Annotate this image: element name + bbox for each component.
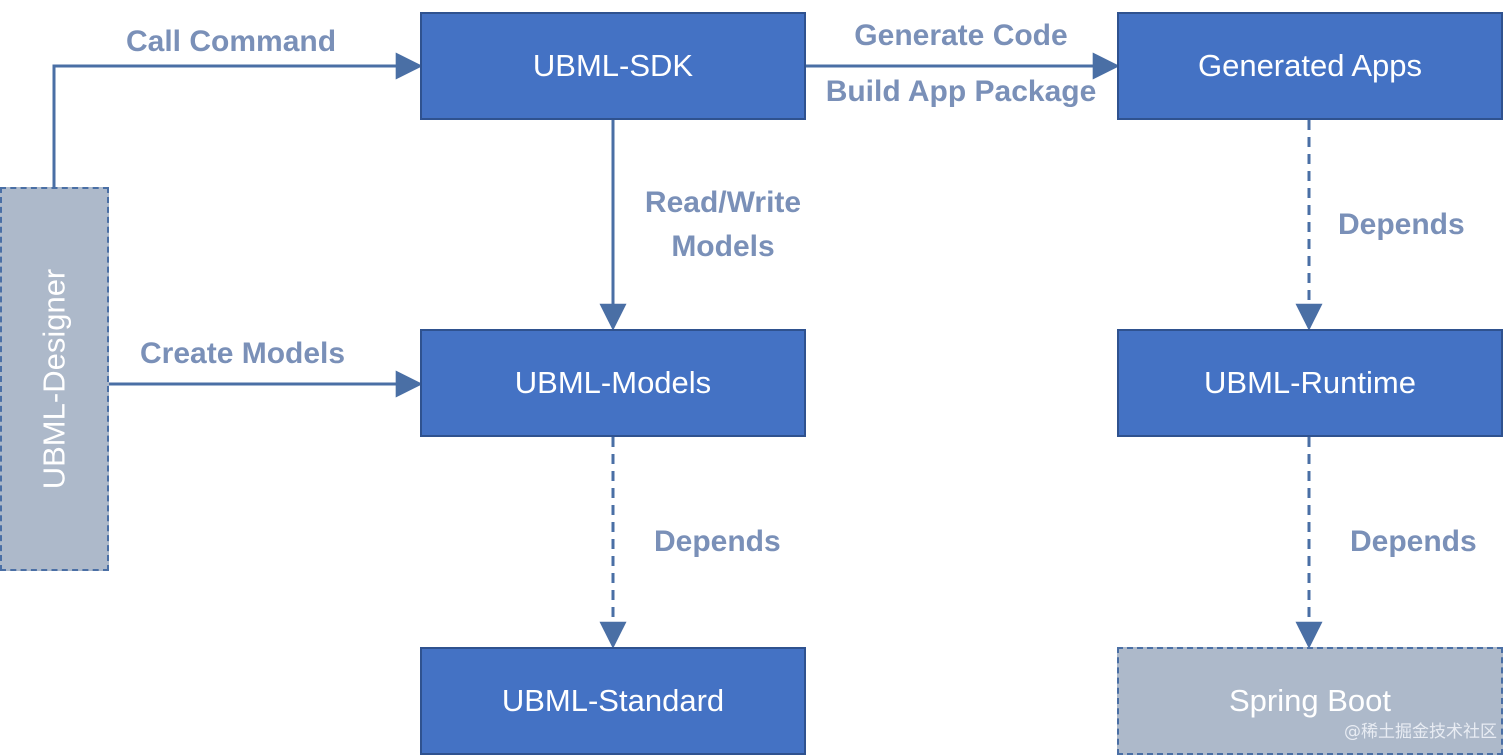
node-ubml-designer: UBML-Designer — [0, 187, 109, 571]
node-spring-boot: Spring Boot — [1117, 647, 1503, 755]
node-generated-apps: Generated Apps — [1117, 12, 1503, 120]
watermark: @稀土掘金技术社区 — [1344, 722, 1497, 742]
node-spring-boot-label: Spring Boot — [1229, 683, 1391, 718]
label-generate-code: Generate Code — [854, 19, 1068, 52]
edge-call-command — [52, 52, 423, 188]
node-ubml-sdk: UBML-SDK — [420, 12, 806, 120]
node-ubml-sdk-label: UBML-SDK — [532, 48, 694, 83]
label-read-write: Read/Write — [644, 186, 802, 219]
label-models: Models — [671, 230, 775, 263]
label-depends-models-standard: Depends — [654, 525, 781, 558]
node-ubml-standard-label: UBML-Standard — [501, 683, 725, 718]
label-call-command: Call Command — [126, 25, 337, 58]
node-ubml-models: UBML-Models — [420, 329, 806, 437]
node-ubml-runtime: UBML-Runtime — [1117, 329, 1503, 437]
label-build-app-package: Build App Package — [825, 75, 1097, 108]
node-ubml-models-label: UBML-Models — [514, 365, 712, 400]
label-create-models: Create Models — [140, 337, 346, 370]
node-ubml-standard: UBML-Standard — [420, 647, 806, 755]
node-ubml-runtime-label: UBML-Runtime — [1204, 365, 1416, 400]
label-depends-apps-runtime: Depends — [1338, 208, 1465, 241]
node-ubml-designer-label: UBML-Designer — [36, 268, 72, 490]
node-generated-apps-label: Generated Apps — [1197, 48, 1423, 83]
label-depends-runtime-spring: Depends — [1350, 525, 1477, 558]
